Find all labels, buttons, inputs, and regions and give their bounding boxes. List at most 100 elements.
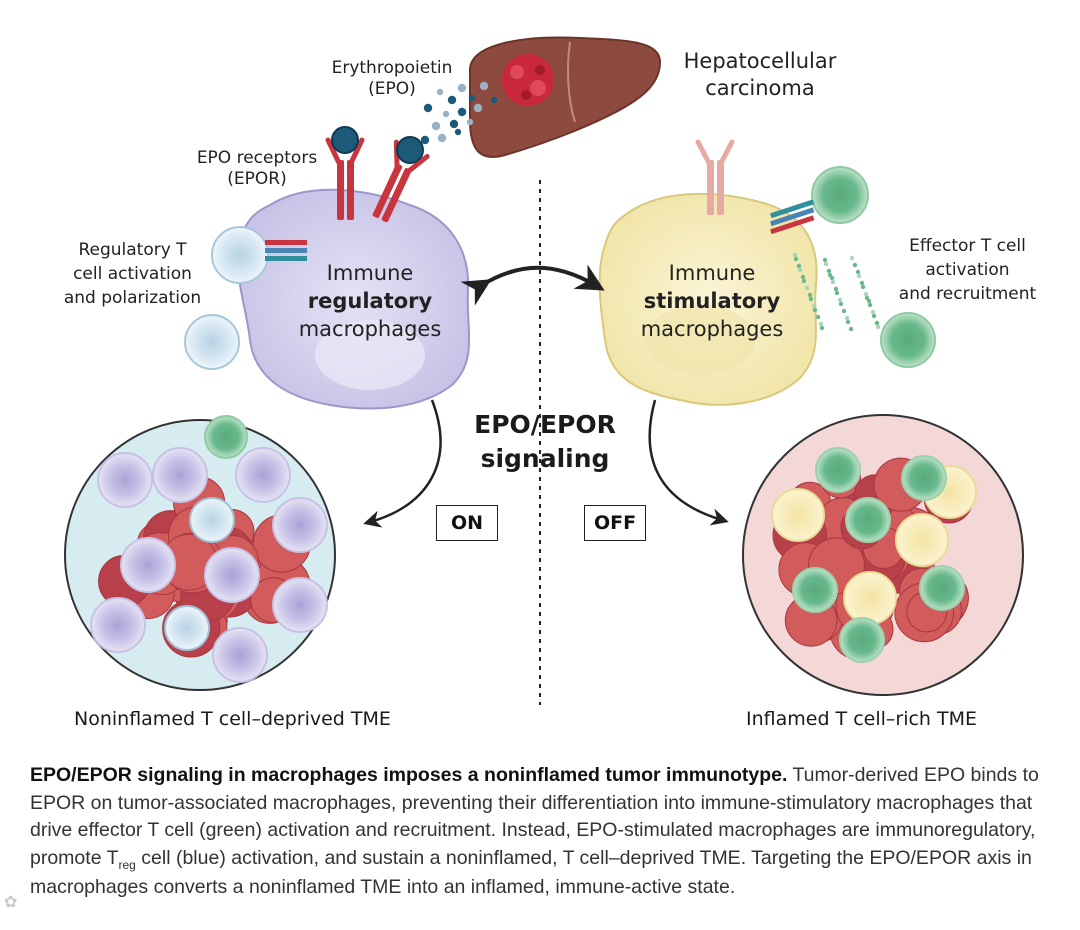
epo-particle [490,96,498,104]
stimulatory-macrophage-label: Immune stimulatory macrophages [617,260,807,344]
chemokine-particle [815,314,821,320]
epo-particle [466,118,474,126]
chemokine-particle [797,267,803,273]
epo-particle [423,103,433,113]
effector-t-cell-top [811,166,869,224]
caption-heading: EPO/EPOR signaling in macrophages impose… [30,764,788,786]
figure-caption: EPO/EPOR signaling in macrophages impose… [30,762,1070,902]
chemokine-particle [823,261,829,267]
epor-label-line-2: (EPOR) [227,169,287,190]
epo-particle [479,81,489,91]
chemokine-particle [811,303,817,309]
arrow-to-right-tme [648,399,729,526]
regulatory-macrophage-label-line-1: Immune [326,261,414,285]
treg-synapse [265,240,307,261]
chemokine-particles [792,252,881,332]
treg-cell-tme [189,497,235,543]
epo-particle [473,103,483,113]
chemokine-particle [837,297,843,303]
epo-receptor-left-2 [372,136,430,223]
treg-label-line-2: cell activation [73,264,192,285]
chemokine-particle [793,256,799,262]
chemokine-particle [792,252,798,258]
diagram-canvas [64,36,1024,705]
arrow-to-left-tme [363,399,442,528]
treg-label-line-3: and polarization [63,288,202,309]
epo-particles [420,81,498,145]
liver-illustration [469,36,662,158]
chemokine-particle [867,302,873,308]
chemokine-particle [856,273,862,279]
regulatory-macrophage-cell [152,447,208,503]
chemokine-particle [834,290,840,296]
effector-t-cell-tme [901,455,947,501]
chemokine-particle [804,285,810,291]
watermark-icon: ✿ [4,892,18,911]
chemokine-particle [849,255,855,261]
epo-label-line-2: (EPO) [368,79,416,100]
chemokine-particle [855,269,861,275]
on-state-box: ON [436,505,498,541]
regulatory-macrophage-label: Immune regulatory macrophages [275,260,465,344]
center-title: EPO/EPOR signaling [445,408,645,476]
caption-body-1: Tumor-derived EPO binds to EPOR on tumor… [30,764,1039,870]
epo-receptor-left-1 [325,126,365,220]
epor-label-line-1: EPO receptors [196,148,318,168]
stimulatory-macrophage-label-bold: stimulatory [643,288,781,313]
chemokine-particle [800,274,806,280]
stimulatory-macrophage-cell [771,488,825,542]
stimulatory-macrophage-cell [843,571,897,625]
treg-cell-tme [164,605,210,651]
caption-subscript: reg [118,857,136,872]
effector-label-line-1: Effector T cell [909,236,1026,256]
regulatory-macrophage-cell [90,597,146,653]
stimulatory-macrophage-label-line-3: macrophages [640,316,784,341]
effector-t-cell-tme [204,415,248,459]
left-tme-label: Noninflamed T cell–deprived TME [74,708,391,730]
epo-receptor-right [695,139,735,215]
center-title-line-1: EPO/EPOR [474,410,616,439]
treg-cell-small [184,314,240,370]
stimulatory-macrophage [598,192,818,406]
effector-label-line-3: and recruitment [898,284,1037,305]
hcc-label-line-1: Hepatocellular [683,49,837,73]
epo-particle [457,107,467,117]
chemokine-particle [852,262,858,268]
chemokine-particle [864,295,870,301]
chemokine-particle [830,279,836,285]
chemokine-particle [822,257,828,263]
chemokine-particle [863,291,869,297]
chemokine-particle [826,268,832,274]
regulatory-macrophage-label-bold: regulatory [307,288,433,313]
regulatory-macrophage-cell [212,627,268,683]
effector-t-cell-tme [815,447,861,493]
regulatory-macrophage-label-line-3: macrophages [298,316,442,341]
chemokine-particle [801,278,807,284]
right-tme-label: Inflamed T cell–rich TME [746,708,978,730]
effector-synapse [770,199,815,235]
epo-particle [437,133,447,143]
chemokine-particle [812,307,818,313]
treg-cell [211,226,269,284]
regulatory-macrophage-cell [235,447,291,503]
center-title-line-2: signaling [480,443,610,473]
effector-t-cell-bottom [880,312,936,368]
right-tme-circle [742,414,1024,696]
chemokine-particle [848,326,854,332]
chemokine-particle [870,309,876,315]
hcc-label: Hepatocellular carcinoma [660,48,860,103]
regulatory-macrophage-cell [204,547,260,603]
left-tme-circle [64,415,336,691]
epo-particle [436,88,444,96]
effector-label: Effector T cell activation and recruitme… [885,234,1050,306]
chemokine-particle [833,286,839,292]
regulatory-macrophage-cell [272,577,328,633]
chemokine-particle [838,301,844,307]
stimulatory-macrophage-cell [895,513,949,567]
caption-body-2: cell (blue) activation, and sustain a no… [30,847,1032,898]
epo-particle [468,94,476,102]
epo-particle [420,135,430,145]
epo-particle [457,83,467,93]
chemokine-particle [808,296,814,302]
chemokine-particle [859,280,865,286]
